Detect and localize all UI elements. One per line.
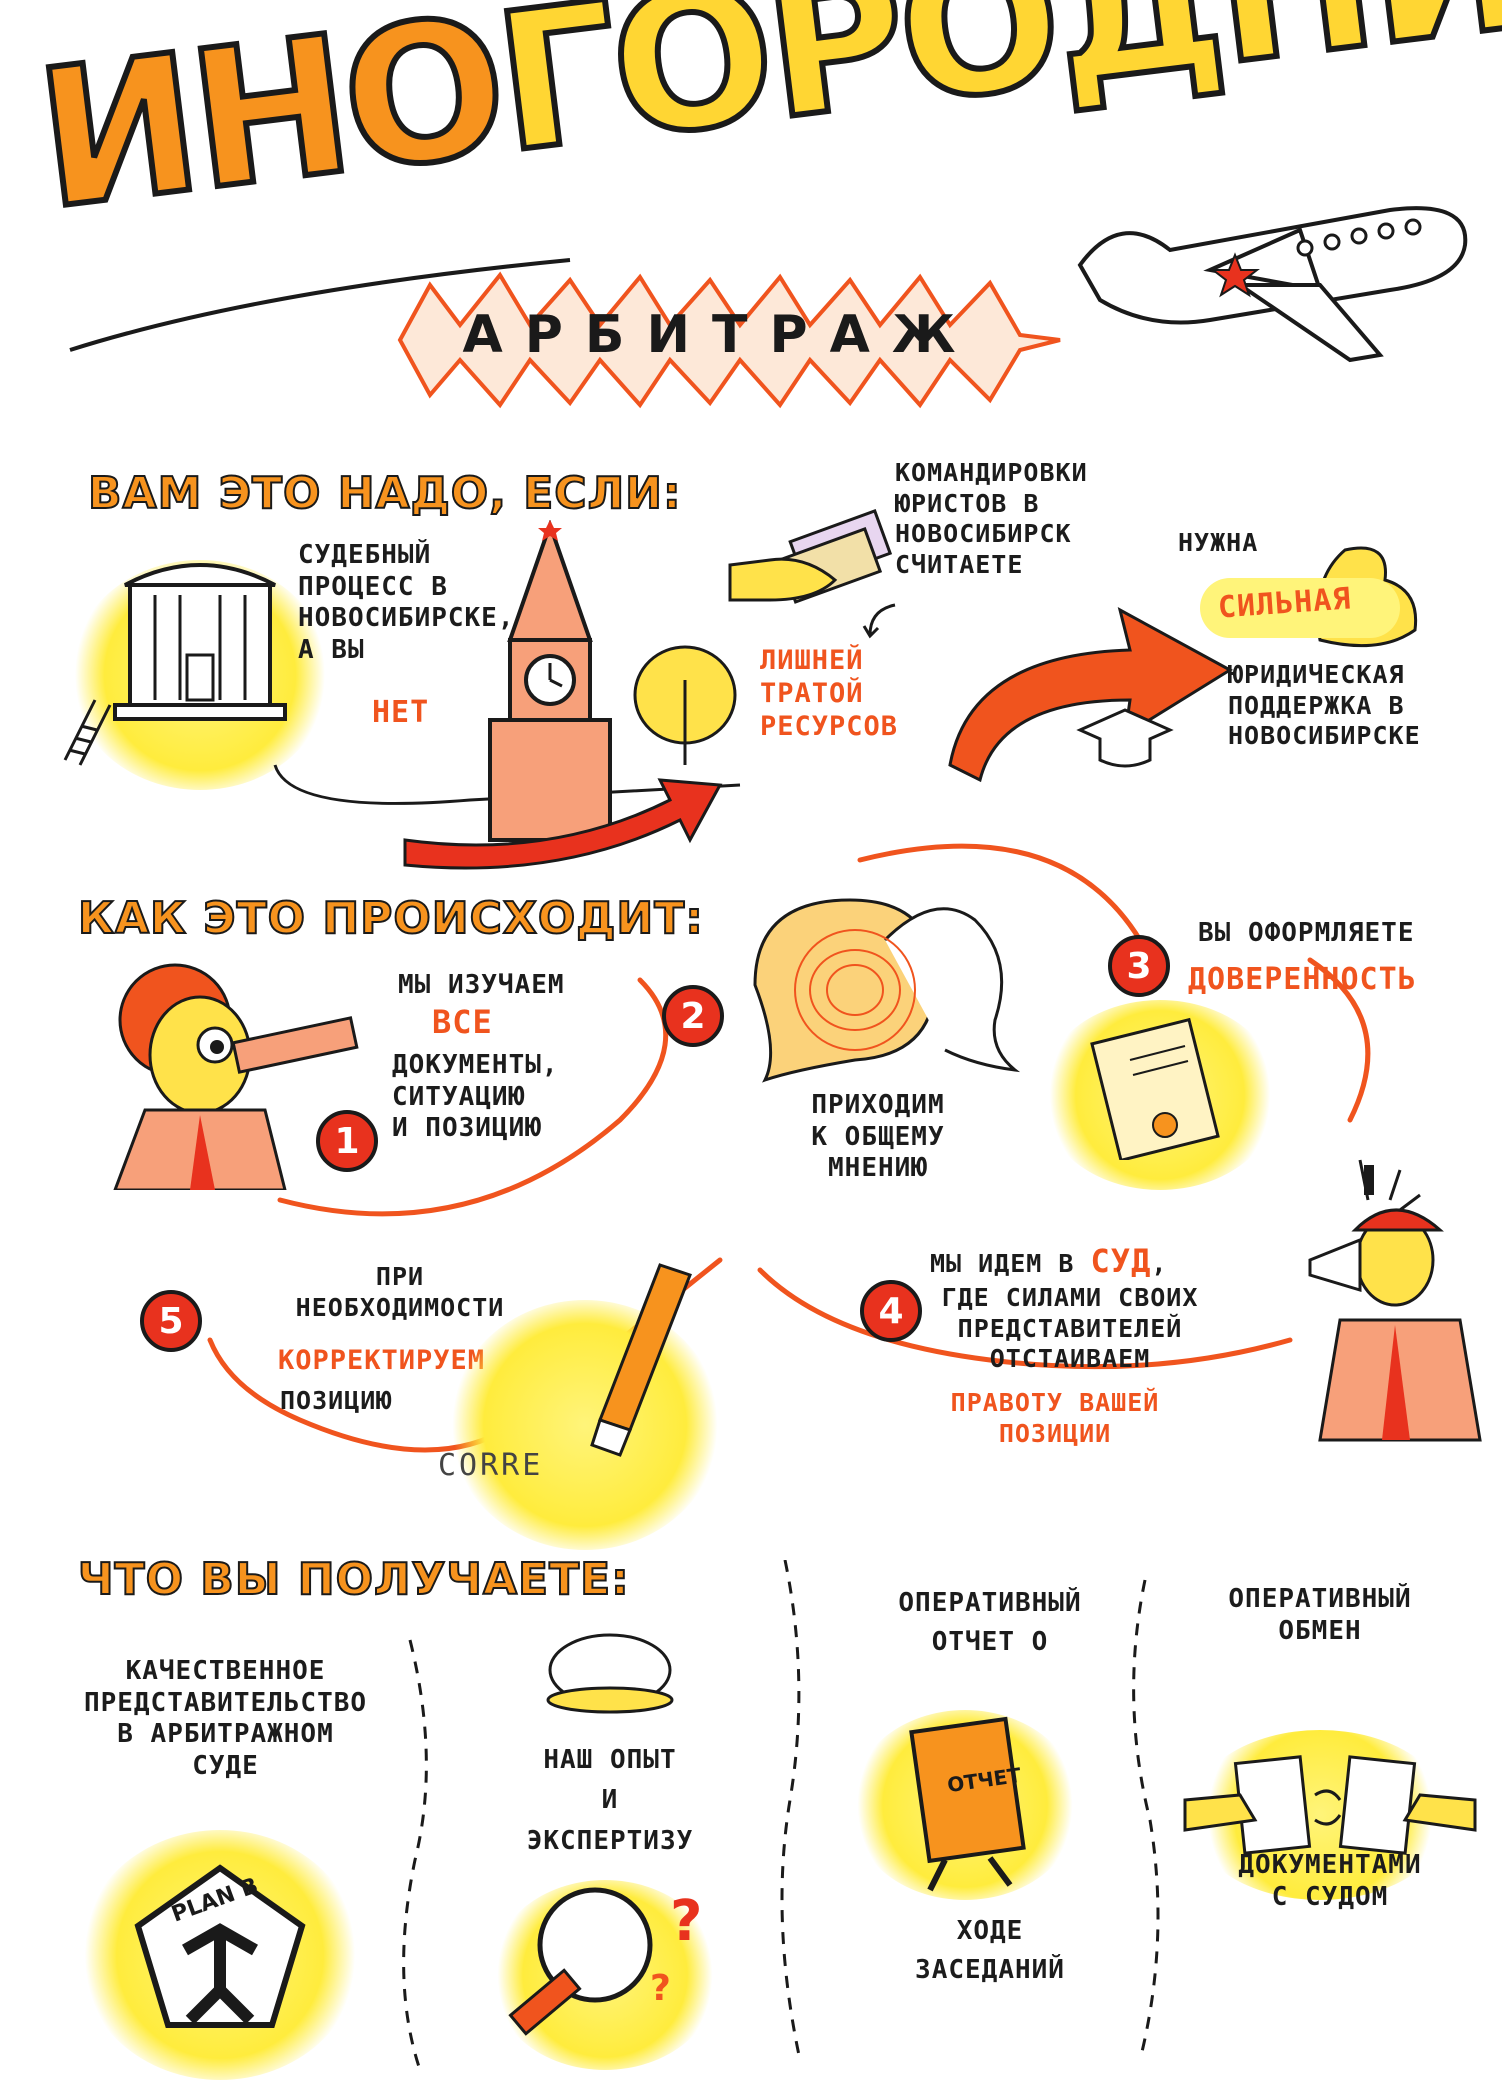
- title-swoosh: [69, 258, 571, 352]
- column-dividers: [402, 1560, 1160, 2071]
- step2-text: ПРИХОДИМ К ОБЩЕМУ МНЕНИЮ: [811, 1090, 945, 1184]
- col2-text: НАШ ОПЫТ И ЭКСПЕРТИЗУ: [526, 1745, 694, 1856]
- step1-number: 1: [316, 1110, 378, 1172]
- step4-line1a: МЫ ИДЕМ В: [930, 1249, 1075, 1278]
- section-heading-if: ВАМ ЭТО НАДО, ЕСЛИ:: [87, 467, 682, 520]
- pencil-eraser-icon: [590, 1263, 692, 1457]
- step5-line2: ПОЗИЦИЮ: [280, 1386, 393, 1415]
- strong-glow: [1200, 578, 1400, 638]
- waste-text: ЛИШНЕЙ ТРАТОЙ РЕСУРСОВ: [760, 645, 899, 742]
- magnifier-question-icon: ? ?: [508, 1887, 702, 2036]
- step4-highlight2: ПРАВОТУ ВАШЕЙ ПОЗИЦИИ: [950, 1388, 1160, 1448]
- title-part-yellow: ГОРОДНИЙ: [482, 0, 1502, 198]
- step3-line1: ВЫ ОФОРМЛЯЕТЕ: [1198, 918, 1415, 948]
- trips-text: КОМАНДИРОВКИ ЮРИСТОВ В НОВОСИБИРСК СЧИТА…: [895, 458, 1088, 579]
- student-spyglass-icon: [113, 963, 359, 1190]
- section-heading-get: ЧТО ВЫ ПОЛУЧАЕТЕ:: [77, 1553, 630, 1606]
- arrow-curve-icon: [862, 603, 896, 639]
- net-label: НЕТ: [372, 695, 430, 730]
- step5-number: 5: [140, 1290, 202, 1352]
- graduation-cap-icon: [1076, 708, 1174, 768]
- section-heading-how: КАК ЭТО ПРОИСХОДИТ:: [77, 892, 704, 945]
- svg-text:?: ?: [670, 1889, 702, 1954]
- svg-text:?: ?: [650, 1968, 671, 2009]
- step3-highlight: ДОВЕРЕННОСТЬ: [1188, 962, 1417, 997]
- speech-bubbles-icon: [753, 898, 1021, 1083]
- step4-line1: МЫ ИДЕМ В СУД,: [930, 1242, 1167, 1281]
- pencil-glow: [450, 1300, 720, 1550]
- money-hand-icon: [728, 509, 893, 604]
- step1-line1: МЫ ИЗУЧАЕМ: [398, 970, 565, 1000]
- col1-text: КАЧЕСТВЕННОЕ ПРЕДСТАВИТЕЛЬСТВО В АРБИТРА…: [83, 1656, 368, 1782]
- col3-bottom-text: ХОДЕ ЗАСЕДАНИЙ: [915, 1916, 1065, 1985]
- page-subtitle: АРБИТРАЖ: [462, 305, 978, 365]
- document-exchange-icon: [1183, 1755, 1477, 1855]
- airplane-icon: [1077, 206, 1468, 363]
- report-book-icon: [909, 1716, 1026, 1892]
- ladder-icon: [63, 699, 112, 766]
- red-arrow-small: [403, 778, 723, 870]
- step1-highlight: ВСЕ: [432, 1003, 493, 1041]
- need-text: НУЖНА: [1178, 528, 1259, 557]
- step4-highlight1: СУД: [1090, 1242, 1152, 1280]
- title-part-orange: ИНО: [24, 0, 515, 254]
- red-arrow-big: [948, 607, 1233, 783]
- student-megaphone-icon: [1308, 1159, 1482, 1442]
- step5-highlight: КОРРЕКТИРУЕМ: [278, 1345, 486, 1376]
- connector-curve: [273, 764, 741, 805]
- step3-number: 3: [1108, 935, 1170, 997]
- tree-icon: [633, 645, 737, 765]
- step1-line2: ДОКУМЕНТЫ, СИТУАЦИЮ И ПОЗИЦИЮ: [392, 1050, 559, 1144]
- subtitle-starburst: [397, 271, 1061, 409]
- step4-number: 4: [860, 1280, 922, 1342]
- court-building-icon: [113, 563, 287, 721]
- brain-icon: [546, 1633, 674, 1714]
- correct-word: CORRE: [438, 1448, 544, 1483]
- plan-b-badge-icon: [134, 1864, 306, 2028]
- col4-bottom-text: ДОКУМЕНТАМИ С СУДОМ: [1238, 1850, 1422, 1912]
- court-text: СУДЕБНЫЙ ПРОЦЕСС В НОВОСИБИРСКЕ, А ВЫ: [298, 540, 515, 666]
- step5-line1: ПРИ НЕОБХОДИМОСТИ: [295, 1262, 505, 1322]
- step4-line1b: ,: [1151, 1249, 1168, 1278]
- col3-top-text: ОПЕРАТИВНЫЙ ОТЧЕТ О: [898, 1588, 1082, 1657]
- step2-number: 2: [662, 985, 724, 1047]
- kremlin-tower-icon: [488, 520, 612, 842]
- step4-line2: ГДЕ СИЛАМИ СВОИХ ПРЕДСТАВИТЕЛЕЙ ОТСТАИВА…: [941, 1283, 1199, 1373]
- power-of-attorney-icon: [1090, 1017, 1220, 1160]
- col4-top-text: ОПЕРАТИВНЫЙ ОБМЕН: [1228, 1584, 1412, 1646]
- support-text: ЮРИДИЧЕСКАЯ ПОДДЕРЖКА В НОВОСИБИРСКЕ: [1228, 660, 1421, 750]
